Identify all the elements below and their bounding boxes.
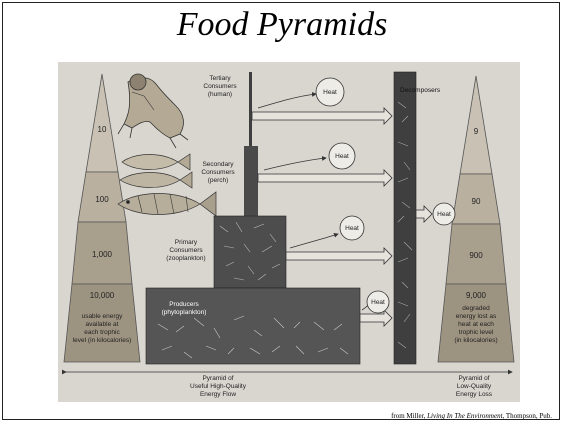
food-pyramid-figure: 10 100 1,000 10,000 usable energy availa… xyxy=(58,62,520,402)
secondary-label-2: Consumers xyxy=(201,169,235,176)
right-caption-1: Pyramid of xyxy=(458,375,489,382)
left-base-text-3: each trophic xyxy=(84,329,120,336)
tertiary-label-1: Tertiary xyxy=(209,75,231,82)
right-pyramid-tier-9 xyxy=(460,76,492,174)
credit-suffix: , Thompson, Pub. xyxy=(503,412,552,420)
right-base-text-4: trophic level xyxy=(459,329,494,336)
human-illustration xyxy=(118,74,188,148)
secondary-bar xyxy=(244,146,258,216)
right-caption-2: Low-Quality xyxy=(457,383,492,390)
arrow-primary xyxy=(286,248,392,264)
left-caption-3: Energy Flow xyxy=(200,391,236,398)
left-caption-2: Useful High-Quality xyxy=(190,383,247,390)
right-level-9000: 9,000 xyxy=(466,291,487,300)
perch-illustration xyxy=(118,154,216,216)
right-base-text-3: heat at each xyxy=(458,321,494,328)
right-caption-3: Energy Loss xyxy=(456,391,493,398)
right-base-text-5: (in kilocalories) xyxy=(454,337,497,344)
secondary-label-1: Secondary xyxy=(202,161,234,168)
primary-label-2: Consumers xyxy=(169,247,203,254)
left-caption-1: Pyramid of xyxy=(202,375,233,382)
right-base-text-2: energy lost as xyxy=(456,313,497,320)
arrow-decomposers-to-heat xyxy=(416,206,432,222)
right-level-900: 900 xyxy=(469,251,483,260)
tertiary-bar xyxy=(249,72,252,146)
left-base-text-4: level (in kilocalories) xyxy=(73,337,132,344)
left-level-10000: 10,000 xyxy=(90,291,115,300)
left-base-text-2: available at xyxy=(86,321,119,328)
left-base-text-1: usable energy xyxy=(82,313,124,320)
tertiary-label-2: Consumers xyxy=(203,83,237,90)
right-level-9: 9 xyxy=(474,127,479,136)
primary-label-3: (zooplankton) xyxy=(166,255,205,262)
producers-label-2: (phytoplankton) xyxy=(162,309,207,316)
credit-book: Living In The Environment xyxy=(427,412,502,420)
heat-label-secondary: Heat xyxy=(335,153,349,160)
right-level-90: 90 xyxy=(472,197,481,206)
heat-label-primary: Heat xyxy=(345,225,359,232)
decomposers-label: Decomposers xyxy=(400,87,441,94)
left-level-100: 100 xyxy=(95,195,109,204)
left-level-10: 10 xyxy=(98,125,107,134)
left-pyramid-tier-10 xyxy=(86,74,118,172)
producers-bar xyxy=(146,288,360,364)
source-credit: from Miller, Living In The Environment, … xyxy=(391,412,552,420)
primary-label-1: Primary xyxy=(175,239,198,246)
left-level-1000: 1,000 xyxy=(92,250,113,259)
credit-prefix: from Miller, xyxy=(391,412,427,420)
secondary-label-3: (perch) xyxy=(208,177,229,184)
producers-label-1: Producers xyxy=(169,301,199,308)
tertiary-label-3: (human) xyxy=(208,91,232,98)
heat-label-tertiary: Heat xyxy=(323,89,337,96)
heat-label-producers: Heat xyxy=(371,299,385,306)
right-base-text-1: degraded xyxy=(462,305,490,312)
heat-label-decomposers: Heat xyxy=(437,211,451,218)
arrow-tertiary xyxy=(252,108,392,124)
slide-title: Food Pyramids xyxy=(0,6,564,44)
arrow-secondary xyxy=(258,170,392,186)
